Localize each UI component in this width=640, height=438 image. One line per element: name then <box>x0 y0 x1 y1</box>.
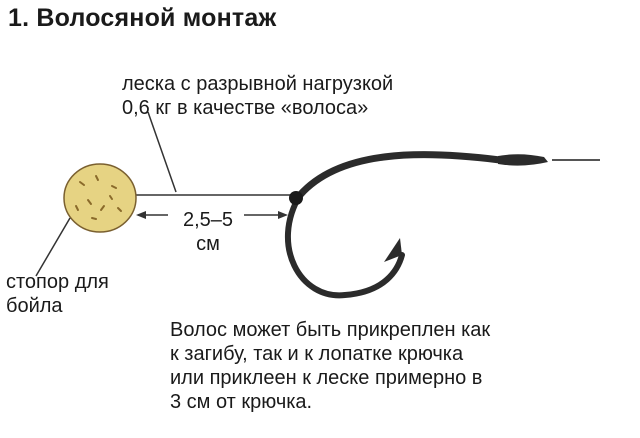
hook-bend <box>285 192 405 299</box>
note-line-3: или приклеен к леске примерно в <box>170 367 483 389</box>
diagram-title: 1. Волосяной монтаж <box>8 4 277 32</box>
hair-line-label-line-2: 0,6 кг в качестве «волоса» <box>122 97 369 119</box>
distance-unit: см <box>196 233 220 255</box>
hair-line-pointer <box>147 111 177 193</box>
hook-point <box>384 238 402 262</box>
note-line-1: Волос может быть прикреплен как <box>170 319 491 341</box>
dimension-arrow-right-icon <box>278 211 288 219</box>
note-line-2: к загибу, так и к лопатке крючка <box>170 343 464 365</box>
boilie-speckles <box>75 175 122 220</box>
dimension-arrow-left-icon <box>136 211 146 219</box>
stopper-label-line-1: стопор для <box>6 271 109 293</box>
hair-line-label-line-1: леска с разрывной нагрузкой <box>122 73 394 95</box>
distance-label: 2,5–5 см <box>176 208 240 256</box>
hook-eye <box>498 154 548 166</box>
hair-knot <box>289 191 303 205</box>
stopper-label: стопор для бойла <box>6 270 109 318</box>
stopper-label-line-2: бойла <box>6 295 63 317</box>
stopper-pointer <box>35 217 71 277</box>
explanatory-note: Волос может быть прикреплен как к загибу… <box>170 318 490 414</box>
boilie <box>63 163 137 233</box>
distance-value: 2,5–5 <box>182 209 234 231</box>
hook-shank <box>296 151 504 199</box>
note-line-4: 3 см от крючка. <box>170 391 313 413</box>
hair-line-label: леска с разрывной нагрузкой 0,6 кг в кач… <box>122 72 393 120</box>
